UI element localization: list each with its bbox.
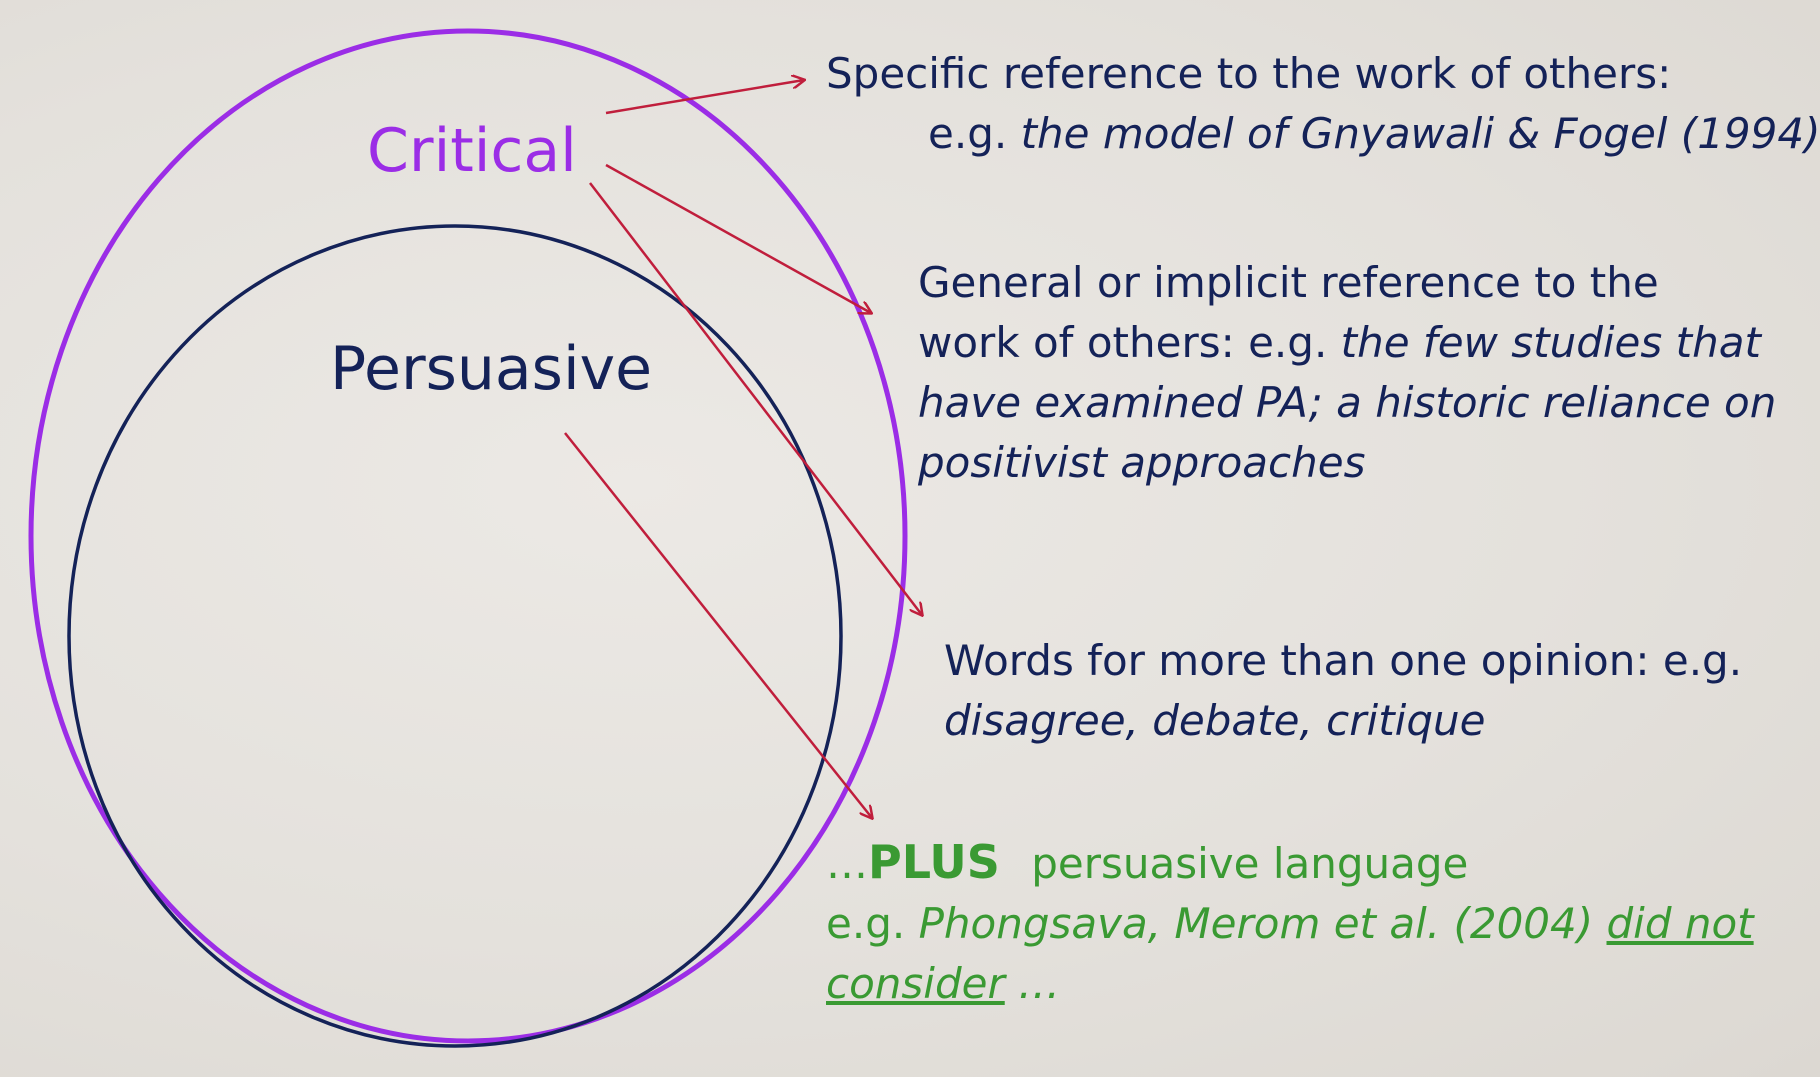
venn-diagram <box>28 28 1742 1048</box>
general-reference-lead: work of others: e.g. <box>918 318 1328 367</box>
eg-label: e.g. <box>928 109 1008 158</box>
plus-label: PLUS <box>868 835 1000 889</box>
arrow-to-persuasive-language <box>564 432 872 818</box>
persuasive-language-text: …PLUS persuasive language e.g. Phongsava… <box>826 832 1754 1014</box>
specific-reference-text: Specific reference to the work of others… <box>826 44 1820 164</box>
arrow-to-general-reference <box>605 163 871 313</box>
general-reference-line1: General or implicit reference to the <box>918 258 1659 307</box>
persuasive-circle <box>67 224 843 1048</box>
general-reference-example-2: have examined PA; a historic reliance on <box>918 378 1777 427</box>
arrow-to-opinion-words <box>589 182 922 615</box>
persuasive-example: Phongsava, Merom et al. (2004) <box>918 899 1594 948</box>
opinion-words-lead: Words for more than one opinion: e.g. <box>944 636 1743 685</box>
opinion-words-text: Words for more than one opinion: e.g. di… <box>944 631 1742 751</box>
leading-ellipsis: … <box>826 839 868 888</box>
general-reference-text: General or implicit reference to the wor… <box>918 253 1776 493</box>
underlined-phrase-1: did not <box>1606 899 1754 948</box>
arrow-to-specific-reference <box>605 80 804 115</box>
persuasive-label: Persuasive <box>330 334 653 404</box>
specific-reference-lead: Specific reference to the work of others… <box>826 49 1672 98</box>
specific-reference-example: the model of Gnyawali & Fogel (1994) <box>1020 109 1820 158</box>
general-reference-example-1: the few studies that <box>1340 318 1761 367</box>
critical-label: Critical <box>367 116 577 186</box>
eg-label: e.g. <box>826 899 906 948</box>
trailing-ellipsis: … <box>1018 959 1061 1008</box>
underlined-phrase-2: consider <box>826 959 1005 1008</box>
critical-circle <box>28 28 908 1044</box>
general-reference-example-3: positivist approaches <box>918 438 1366 487</box>
persuasive-language-lead: persuasive language <box>1031 839 1469 888</box>
opinion-words-example: disagree, debate, critique <box>944 696 1486 745</box>
